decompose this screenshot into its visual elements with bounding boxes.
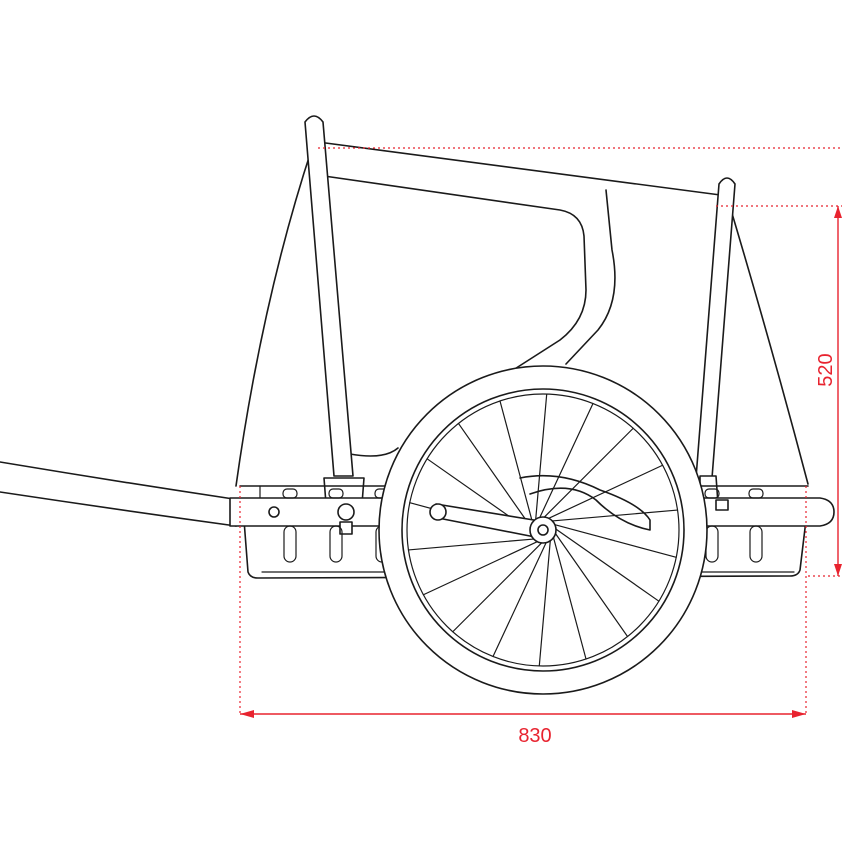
spoke <box>550 522 677 558</box>
spoke <box>540 427 634 521</box>
rail-slot <box>748 488 764 499</box>
tub-slot <box>329 525 343 563</box>
height-arrow-bottom <box>834 564 842 576</box>
width-arrow-left <box>240 710 254 718</box>
rail-slot <box>328 488 344 499</box>
spoke <box>457 422 534 531</box>
tub-slot <box>749 525 763 563</box>
tub-slot <box>283 525 297 563</box>
spoke <box>499 400 535 528</box>
spoke <box>452 539 546 633</box>
canopy <box>317 141 729 457</box>
spoke <box>538 535 552 667</box>
spoke <box>534 393 548 525</box>
dimension-annotations: 830 520 <box>239 147 842 747</box>
rail-slot <box>282 488 298 499</box>
spoke <box>407 538 539 551</box>
height-label: 520 <box>815 353 837 386</box>
width-label: 830 <box>518 725 551 747</box>
spoke <box>537 402 594 522</box>
rear-upright <box>695 177 736 505</box>
tub-slot <box>705 525 719 563</box>
rail-slot <box>704 488 720 499</box>
spoke <box>547 509 679 522</box>
spoke <box>551 525 660 602</box>
spoke <box>544 464 664 521</box>
spoke <box>551 532 587 660</box>
tow-bar <box>0 461 244 527</box>
spoke <box>552 529 629 638</box>
spoke <box>492 538 549 658</box>
spoke <box>422 539 542 596</box>
wheel <box>378 365 708 695</box>
height-arrow-top <box>834 206 842 218</box>
width-arrow-right <box>792 710 806 718</box>
cover-fabric <box>235 147 809 487</box>
front-upright <box>304 115 365 505</box>
